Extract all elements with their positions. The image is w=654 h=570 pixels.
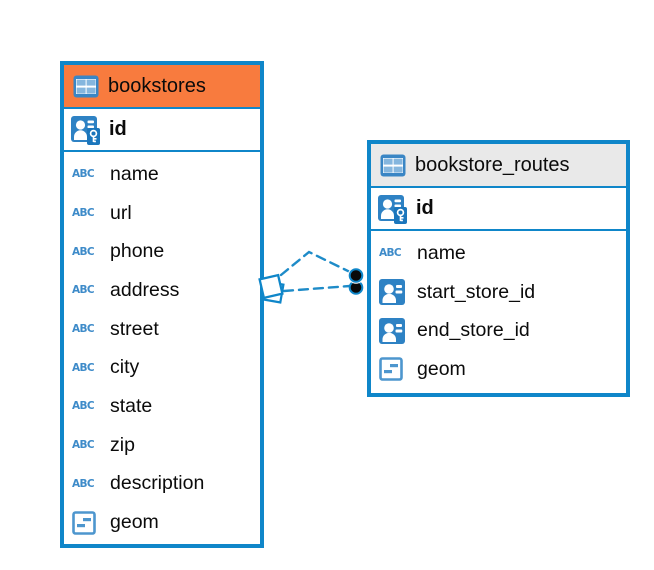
reference-type-icon <box>379 279 408 306</box>
primary-key-icon <box>378 193 408 224</box>
column-row[interactable]: geom <box>371 350 626 389</box>
table-title: bookstore_routes <box>415 153 570 176</box>
entity-bookstores[interactable]: bookstores id ABC name <box>60 61 264 548</box>
column-name: id <box>416 197 434 219</box>
text-type-icon: ABC <box>379 247 402 260</box>
column-name: end_store_id <box>417 319 530 342</box>
column-row[interactable]: ABC phone <box>64 232 260 271</box>
column-row[interactable]: ABC zip <box>64 426 260 465</box>
column-name: phone <box>110 240 165 263</box>
text-type-icon: ABC <box>72 245 95 258</box>
column-row[interactable]: start_store_id <box>371 273 626 312</box>
column-row[interactable]: ABC url <box>64 194 260 233</box>
column-name: geom <box>417 357 466 380</box>
text-type-icon: ABC <box>72 323 95 336</box>
column-row[interactable]: geom <box>64 503 260 542</box>
table-title: bookstores <box>108 74 206 97</box>
column-row[interactable]: ABC name <box>371 234 626 273</box>
relationship-line-lower[interactable] <box>282 284 352 293</box>
column-name: description <box>110 472 205 495</box>
text-type-icon: ABC <box>72 207 95 220</box>
column-name: state <box>110 394 153 417</box>
column-name: name <box>417 241 466 264</box>
text-type-icon: ABC <box>72 477 95 490</box>
column-name: id <box>109 118 127 140</box>
text-type-icon: ABC <box>72 400 95 413</box>
column-name: url <box>110 201 132 224</box>
table-icon <box>73 75 99 98</box>
primary-key-icon <box>71 114 101 145</box>
column-name: city <box>110 356 140 379</box>
column-list: ABC name ABC url ABC phone ABC address A… <box>64 152 260 542</box>
entity-bookstores-header[interactable]: bookstores <box>64 65 260 109</box>
column-row[interactable]: ABC street <box>64 310 260 349</box>
column-row[interactable]: ABC address <box>64 271 260 310</box>
entity-bookstore-routes-header[interactable]: bookstore_routes <box>371 144 626 188</box>
geometry-type-icon <box>72 510 101 535</box>
column-row[interactable]: ABC state <box>64 387 260 426</box>
column-row[interactable]: ABC description <box>64 465 260 504</box>
column-name: zip <box>110 433 135 456</box>
column-name: geom <box>110 511 159 534</box>
column-list: ABC name start_store_id <box>371 231 626 389</box>
column-name: address <box>110 278 180 301</box>
relationship-line-upper[interactable] <box>279 250 354 277</box>
reference-type-icon <box>379 317 408 344</box>
entity-bookstore-routes[interactable]: bookstore_routes id ABC name <box>367 140 630 397</box>
geometry-type-icon <box>379 357 408 382</box>
table-icon <box>380 154 406 177</box>
relationship-link[interactable] <box>258 250 365 304</box>
text-type-icon: ABC <box>72 361 95 374</box>
text-type-icon: ABC <box>72 168 95 181</box>
column-row-id[interactable]: id <box>64 109 260 152</box>
column-name: name <box>110 162 159 185</box>
column-row[interactable]: ABC city <box>64 348 260 387</box>
column-name: start_store_id <box>417 280 536 303</box>
column-row-id[interactable]: id <box>371 188 626 231</box>
text-type-icon: ABC <box>72 284 95 297</box>
column-row[interactable]: ABC name <box>64 155 260 194</box>
column-name: street <box>110 317 159 340</box>
text-type-icon: ABC <box>72 439 95 452</box>
relationship-endpoint-dots[interactable] <box>347 267 365 295</box>
column-row[interactable]: end_store_id <box>371 311 626 350</box>
